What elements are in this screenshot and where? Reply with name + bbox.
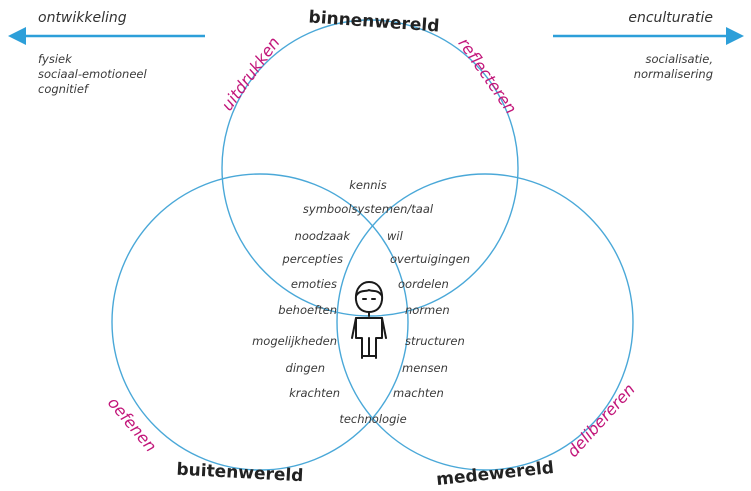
verb-delibereren: delibereren xyxy=(563,380,639,461)
enculturatie-title: enculturatie xyxy=(628,10,713,26)
buitenwereld-label: buitenwereld xyxy=(176,460,304,487)
term-structuren: structuren xyxy=(405,334,465,348)
term-symboolsystemen: symboolsystemen/taal xyxy=(303,202,434,216)
medewereld-label: medewereld xyxy=(435,458,555,490)
term-emoties: emoties xyxy=(291,277,337,291)
term-technologie: technologie xyxy=(339,412,406,426)
term-mensen: mensen xyxy=(402,361,448,375)
right-arrow xyxy=(553,27,744,45)
verb-oefenen: oefenen xyxy=(104,393,160,455)
term-noodzaak: noodzaak xyxy=(295,229,352,243)
term-dingen: dingen xyxy=(286,361,325,375)
left-line-2: sociaal-emotioneel xyxy=(38,67,147,81)
right-line-1: socialisatie, xyxy=(646,52,713,66)
circle-buitenwereld xyxy=(111,173,409,471)
term-machten: machten xyxy=(393,386,444,400)
term-mogelijkheden: mogelijkheden xyxy=(252,334,337,348)
term-kennis: kennis xyxy=(349,178,387,192)
left-line-1: fysiek xyxy=(38,52,73,66)
binnenwereld-label: binnenwereld xyxy=(308,7,440,36)
person-icon xyxy=(351,281,387,359)
term-overtuigingen: overtuigingen xyxy=(390,252,470,266)
term-oordelen: oordelen xyxy=(398,277,449,291)
ontwikkeling-title: ontwikkeling xyxy=(38,10,127,26)
term-percepties: percepties xyxy=(281,252,343,266)
verb-reflecteren: reflecteren xyxy=(454,34,520,117)
term-behoeften: behoeften xyxy=(278,303,337,317)
left-arrow xyxy=(8,27,205,45)
left-line-3: cognitief xyxy=(38,82,90,96)
circle-medewereld xyxy=(336,173,634,471)
term-normen: normen xyxy=(405,303,450,317)
term-wil: wil xyxy=(387,229,404,243)
verb-uitdrukken: uitdrukken xyxy=(218,33,284,114)
right-line-2: normalisering xyxy=(634,67,713,81)
term-krachten: krachten xyxy=(289,386,340,400)
